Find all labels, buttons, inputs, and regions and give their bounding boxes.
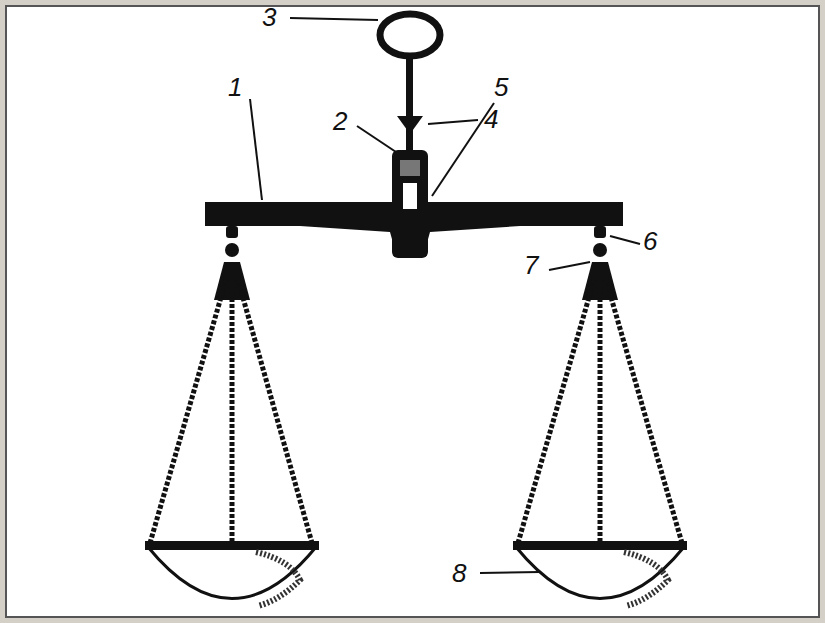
callout-number: 8 [452,560,466,586]
pans [145,541,687,606]
center-block [392,150,428,258]
ring [380,14,440,56]
chains [150,280,682,543]
pointer [397,116,423,134]
callout-number: 7 [524,252,538,278]
callout-number: 1 [228,74,242,100]
callout-number: 5 [494,74,508,100]
callout-number: 3 [262,4,276,30]
bearing [400,160,420,176]
frame [6,6,819,617]
hangers [214,226,618,300]
callout-number: 6 [643,228,657,254]
stem [406,55,413,155]
leader-lines [250,18,640,573]
callout-number: 2 [333,108,347,134]
callout-number: 4 [484,106,498,132]
bearing-window [402,182,418,210]
